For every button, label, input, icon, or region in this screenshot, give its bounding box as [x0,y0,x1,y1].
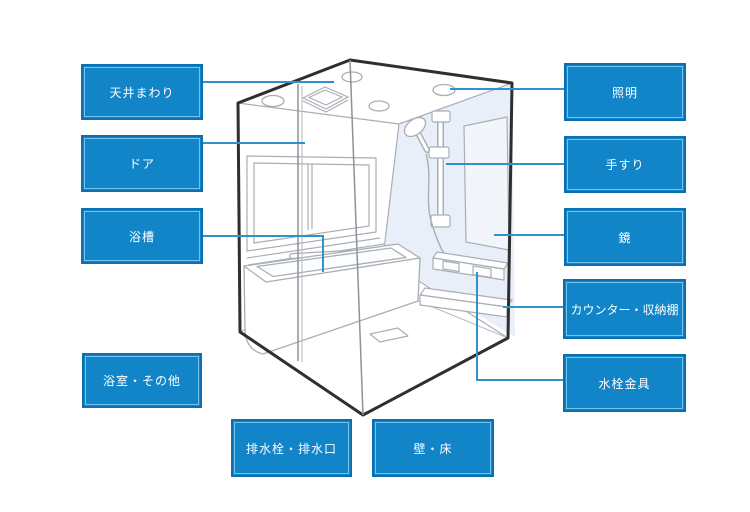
ventilation-fan-icon [301,86,350,113]
category-button-handrail[interactable]: 手すり [564,136,686,193]
category-button-mirror[interactable]: 鏡 [564,208,686,266]
category-button-door[interactable]: ドア [81,135,203,192]
connector-lines [203,81,564,381]
category-button-bathtub[interactable]: 浴槽 [81,208,203,264]
category-button-lighting-label: 照明 [611,85,638,100]
category-button-faucet[interactable]: 水栓金具 [563,354,686,412]
category-button-ceiling-label: 天井まわり [109,85,175,100]
category-button-bathroom-other-label: 浴室・その他 [102,374,181,388]
door-edge [297,59,364,416]
category-button-faucet-label: 水栓金具 [598,376,651,391]
category-button-ceiling[interactable]: 天井まわり [81,64,203,120]
category-button-bathroom-other[interactable]: 浴室・その他 [82,353,202,408]
category-button-handrail-label: 手すり [605,158,645,172]
category-button-wall-floor-label: 壁・床 [413,441,453,456]
category-button-wall-floor[interactable]: 壁・床 [372,419,494,477]
mirror-panel [463,116,510,251]
category-button-drain[interactable]: 排水栓・排水口 [231,419,352,477]
floor-drain-icon [369,327,409,343]
category-button-lighting[interactable]: 照明 [564,63,686,121]
category-button-counter-shelf[interactable]: カウンター・収納棚 [563,279,686,339]
category-button-counter-shelf-label: カウンター・収納棚 [570,302,679,317]
connector-bathtub [203,235,324,272]
category-button-drain-label: 排水栓・排水口 [245,441,337,456]
connector-faucet [476,272,563,381]
bathtub [243,243,421,355]
hand-shower-icon [403,116,448,259]
faucet-recess [442,260,460,273]
ceiling-light-icons [261,71,456,112]
category-button-mirror-label: 鏡 [618,230,632,245]
category-button-bathtub-label: 浴槽 [128,229,155,244]
category-button-door-label: ドア [128,157,155,171]
